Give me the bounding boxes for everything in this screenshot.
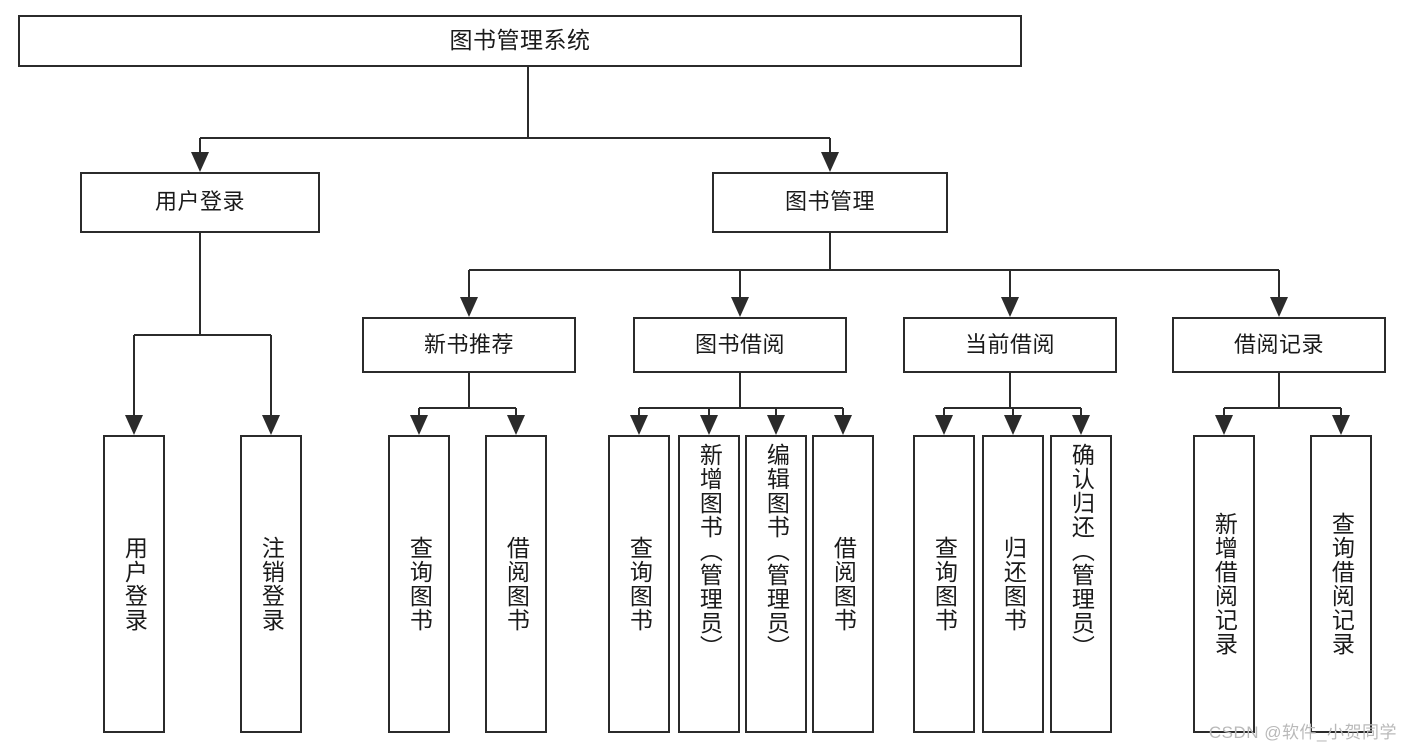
- node-label-leaf-borrow-book: 借阅图书: [830, 536, 857, 632]
- node-label-leaf-user-logout: 注销登录: [258, 536, 285, 632]
- node-label-leaf-edit-book: 编辑图书（管理员）: [763, 443, 790, 659]
- arrowhead-leaf-edit-book: [767, 415, 785, 435]
- arrowhead-leaf-user-login: [125, 415, 143, 435]
- node-root[interactable]: 图书管理系统: [18, 15, 1022, 67]
- node-new-book-recommend[interactable]: 新书推荐: [362, 317, 576, 373]
- node-current-borrow[interactable]: 当前借阅: [903, 317, 1117, 373]
- arrowhead-book-borrow: [731, 297, 749, 317]
- arrowhead-book-manage: [821, 152, 839, 172]
- node-label-leaf-user-login: 用户登录: [121, 536, 148, 632]
- node-leaf-query-book-cur[interactable]: 查询图书: [913, 435, 975, 733]
- arrowhead-leaf-confirm-return: [1072, 415, 1090, 435]
- node-leaf-user-logout[interactable]: 注销登录: [240, 435, 302, 733]
- node-label-leaf-borrow-book-rec: 借阅图书: [503, 536, 530, 632]
- arrowhead-leaf-query-record: [1332, 415, 1350, 435]
- node-label-new-book-recommend: 新书推荐: [423, 331, 514, 357]
- arrowhead-current-borrow: [1001, 297, 1019, 317]
- node-leaf-query-book[interactable]: 查询图书: [608, 435, 670, 733]
- node-label-leaf-return-book: 归还图书: [1000, 536, 1027, 632]
- node-leaf-user-login[interactable]: 用户登录: [103, 435, 165, 733]
- node-label-leaf-query-book: 查询图书: [626, 536, 653, 632]
- arrowhead-leaf-borrow-book: [834, 415, 852, 435]
- arrowhead-leaf-user-logout: [262, 415, 280, 435]
- arrowhead-leaf-query-book-rec: [410, 415, 428, 435]
- arrowhead-borrow-record: [1270, 297, 1288, 317]
- node-book-borrow[interactable]: 图书借阅: [633, 317, 847, 373]
- node-label-root: 图书管理系统: [449, 27, 591, 54]
- node-leaf-borrow-book-rec[interactable]: 借阅图书: [485, 435, 547, 733]
- node-label-user-login: 用户登录: [154, 189, 245, 215]
- arrowhead-leaf-query-book: [630, 415, 648, 435]
- node-leaf-edit-book[interactable]: 编辑图书（管理员）: [745, 435, 807, 733]
- node-user-login[interactable]: 用户登录: [80, 172, 320, 233]
- node-leaf-query-record[interactable]: 查询借阅记录: [1310, 435, 1372, 733]
- node-label-leaf-query-record: 查询借阅记录: [1328, 512, 1355, 656]
- node-label-leaf-confirm-return: 确认归还（管理员）: [1068, 443, 1095, 659]
- arrowhead-leaf-return-book: [1004, 415, 1022, 435]
- arrowhead-leaf-query-book-cur: [935, 415, 953, 435]
- node-leaf-borrow-book[interactable]: 借阅图书: [812, 435, 874, 733]
- arrowhead-user-login: [191, 152, 209, 172]
- node-label-leaf-add-book: 新增图书（管理员）: [696, 443, 723, 659]
- node-borrow-record[interactable]: 借阅记录: [1172, 317, 1386, 373]
- node-label-current-borrow: 当前借阅: [964, 331, 1055, 357]
- arrowhead-new-book-recommend: [460, 297, 478, 317]
- node-label-book-manage: 图书管理: [784, 189, 875, 215]
- node-leaf-return-book[interactable]: 归还图书: [982, 435, 1044, 733]
- node-label-leaf-add-record: 新增借阅记录: [1211, 512, 1238, 656]
- node-leaf-add-book[interactable]: 新增图书（管理员）: [678, 435, 740, 733]
- arrowhead-leaf-add-record: [1215, 415, 1233, 435]
- node-label-leaf-query-book-rec: 查询图书: [406, 536, 433, 632]
- node-book-manage[interactable]: 图书管理: [712, 172, 948, 233]
- arrowhead-leaf-add-book: [700, 415, 718, 435]
- node-label-book-borrow: 图书借阅: [694, 331, 785, 357]
- node-leaf-confirm-return[interactable]: 确认归还（管理员）: [1050, 435, 1112, 733]
- node-leaf-add-record[interactable]: 新增借阅记录: [1193, 435, 1255, 733]
- node-label-borrow-record: 借阅记录: [1233, 331, 1324, 357]
- arrowhead-leaf-borrow-book-rec: [507, 415, 525, 435]
- node-label-leaf-query-book-cur: 查询图书: [931, 536, 958, 632]
- node-leaf-query-book-rec[interactable]: 查询图书: [388, 435, 450, 733]
- watermark-label: CSDN @软件_小贺同学: [1208, 723, 1397, 742]
